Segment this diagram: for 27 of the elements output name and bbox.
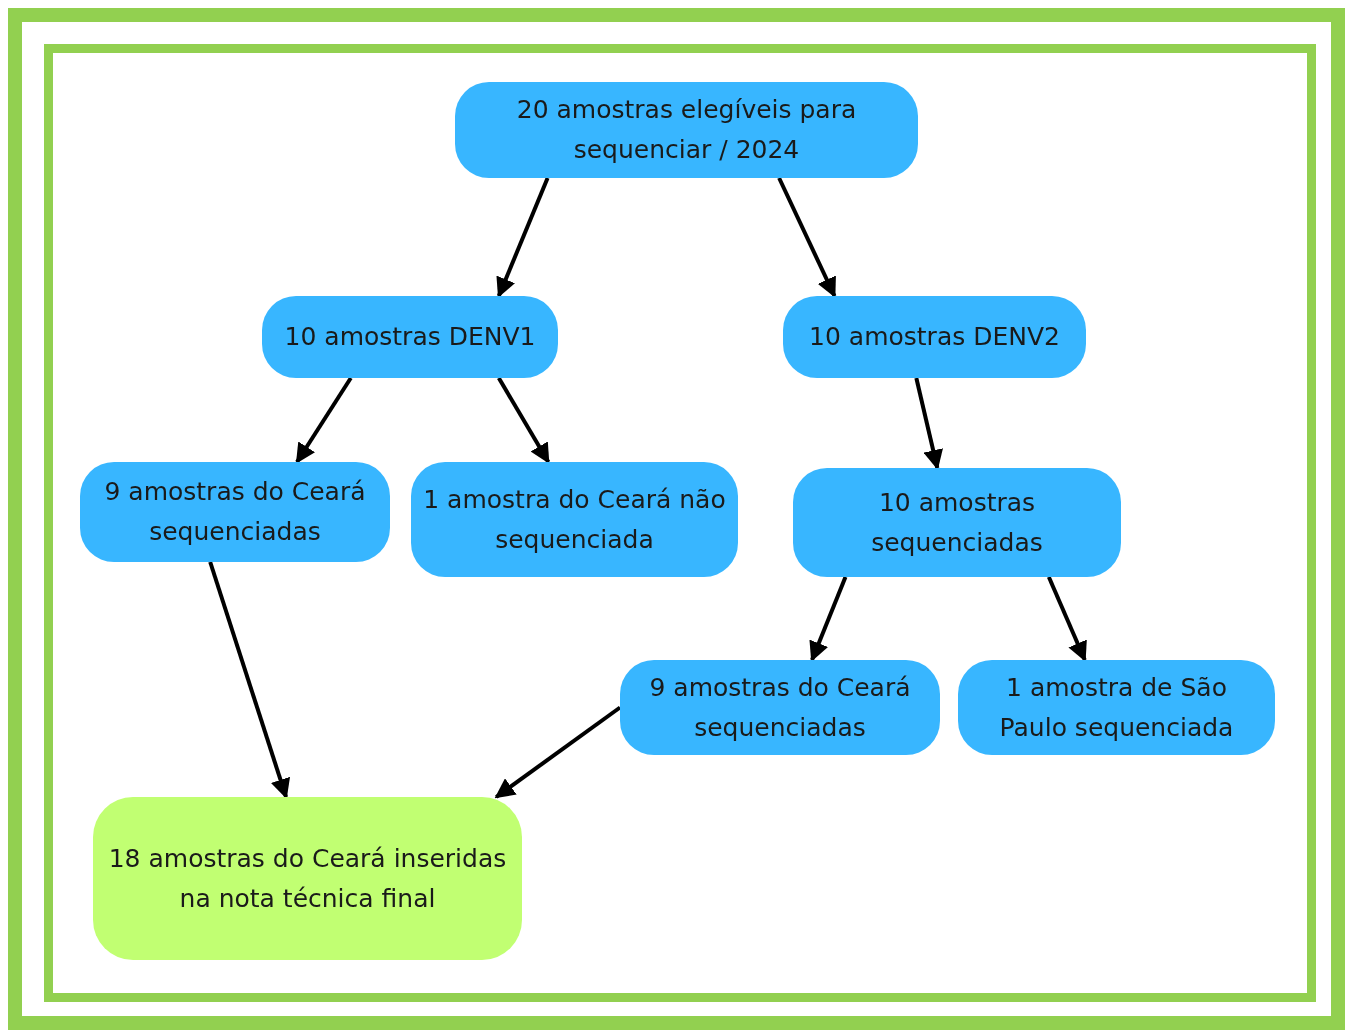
arrow xyxy=(208,561,291,799)
arrow xyxy=(497,377,551,464)
node-text: 1 amostra de São Paulo sequenciada xyxy=(998,671,1235,744)
node-text: 10 amostras sequenciadas xyxy=(870,486,1044,559)
process-box xyxy=(620,660,940,755)
process-box xyxy=(455,82,918,178)
node-text: 10 amostras DENV2 xyxy=(809,321,1060,353)
process-box xyxy=(783,296,1086,378)
arrow xyxy=(809,576,848,662)
node-text: 20 amostras elegíveis para sequenciar / 2024 xyxy=(515,94,858,166)
arrow xyxy=(777,177,837,298)
process-box xyxy=(793,468,1121,577)
process-box xyxy=(80,462,390,562)
arrow xyxy=(496,177,550,298)
node-text: 9 amostras do Ceará sequenciadas xyxy=(103,476,367,548)
arrow xyxy=(295,376,353,464)
arrow xyxy=(914,377,943,470)
node-text: 18 amostras do Ceará inseridas na nota técnica final xyxy=(107,842,508,915)
node-text: 9 amostras do Ceará sequenciadas xyxy=(648,671,912,744)
process-box xyxy=(958,660,1275,755)
node-text: 1 amostra do Ceará não sequenciada xyxy=(423,483,726,556)
arrow xyxy=(1047,576,1087,662)
node-text: 10 amostras DENV1 xyxy=(284,321,536,353)
process-box xyxy=(262,296,558,378)
process-box xyxy=(411,462,738,577)
arrow xyxy=(494,705,622,799)
result-box xyxy=(93,797,522,960)
